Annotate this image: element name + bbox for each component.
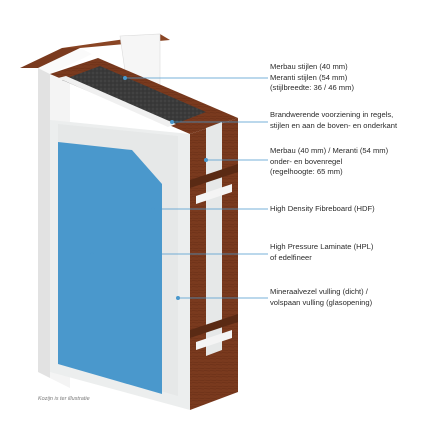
label-core: Mineraalvezel vulling (dicht) / volspaan… bbox=[270, 287, 373, 307]
label-fire-protection: Brandwerende voorziening in regels, stij… bbox=[270, 110, 398, 130]
door-front-face bbox=[50, 120, 190, 410]
label-stiles: Merbau stijlen (40 mm) Meranti stijlen (… bbox=[270, 62, 354, 93]
footnote: Kozijn is ter illustratie bbox=[38, 396, 90, 402]
door-side-face bbox=[190, 118, 238, 410]
door-top-face bbox=[50, 58, 238, 134]
leader-lines bbox=[90, 76, 268, 300]
label-hdf: High Density Fibreboard (HDF) bbox=[270, 204, 375, 213]
label-hpl: High Pressure Laminate (HPL) of edelfine… bbox=[270, 242, 374, 262]
label-rails: Merbau (40 mm) / Meranti (54 mm) onder- … bbox=[270, 146, 389, 177]
